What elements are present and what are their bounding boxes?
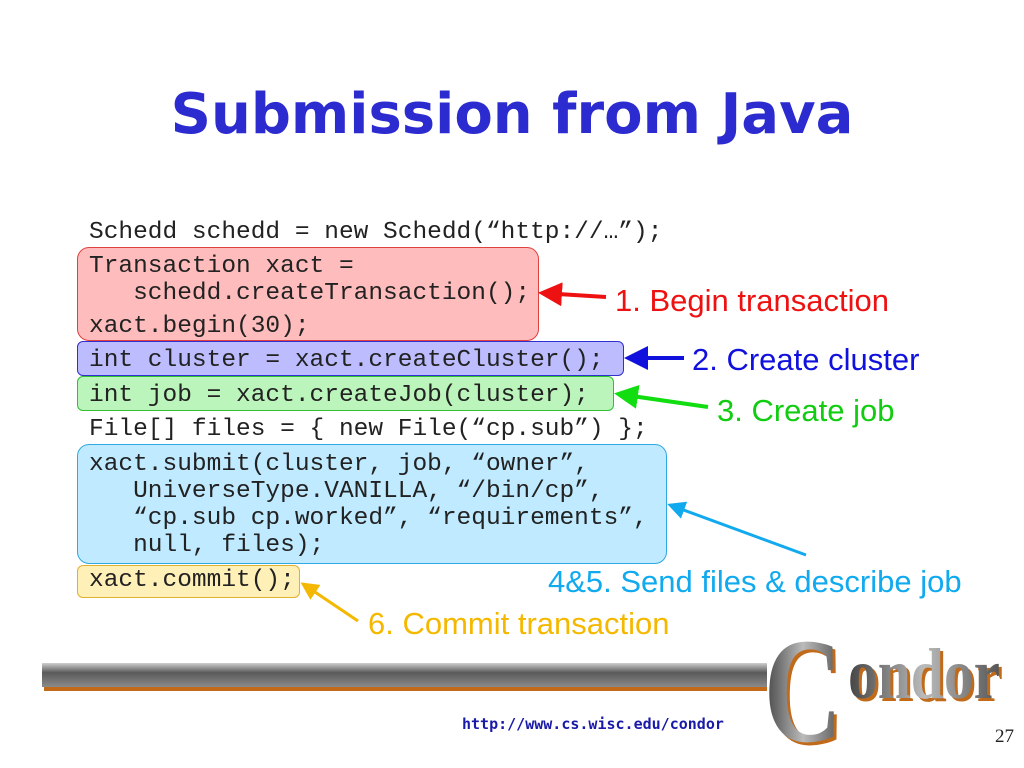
- svg-text:ondor: ondor: [848, 634, 1000, 714]
- arrow-step45: [667, 501, 807, 557]
- label-create-cluster: 2. Create cluster: [692, 342, 920, 377]
- footer-bar: [42, 663, 767, 687]
- code-line: xact.begin(30);: [89, 313, 310, 340]
- highlight-create-cluster: [77, 341, 624, 376]
- code-line: Schedd schedd = new Schedd(“http://…”);: [89, 219, 663, 246]
- code-line: File[] files = { new File(“cp.sub”) };: [89, 416, 648, 443]
- arrow-step6: [300, 582, 359, 623]
- code-line: xact.submit(cluster, job, “owner”,: [89, 451, 589, 478]
- code-line: UniverseType.VANILLA, “/bin/cp”,: [89, 478, 604, 505]
- arrow-step1: [538, 282, 607, 307]
- label-create-job: 3. Create job: [717, 393, 895, 428]
- highlight-submit: [77, 444, 667, 564]
- label-begin-transaction: 1. Begin transaction: [615, 283, 890, 318]
- svg-text:C: C: [764, 608, 842, 768]
- code-line: xact.commit();: [89, 567, 295, 594]
- arrow-step3: [614, 384, 709, 409]
- slide-title: Submission from Java: [170, 82, 854, 147]
- footer-url-link[interactable]: http://www.cs.wisc.edu/condor: [462, 715, 724, 733]
- highlight-begin-transaction: [77, 247, 539, 341]
- code-line: “cp.sub cp.worked”, “requirements”,: [89, 505, 648, 532]
- code-line: null, files);: [89, 532, 325, 559]
- label-commit-transaction: 6. Commit transaction: [368, 606, 670, 641]
- condor-logo: C ondor: [764, 608, 1000, 768]
- page-number: 27: [995, 726, 1014, 747]
- code-line: int cluster = xact.createCluster();: [89, 347, 604, 374]
- code-line: schedd.createTransaction();: [89, 280, 531, 307]
- highlight-commit: [77, 565, 300, 598]
- code-line: int job = xact.createJob(cluster);: [89, 382, 589, 409]
- highlight-create-job: [77, 376, 614, 411]
- code-line: Transaction xact =: [89, 253, 354, 280]
- label-send-files: 4&5. Send files & describe job: [548, 564, 962, 599]
